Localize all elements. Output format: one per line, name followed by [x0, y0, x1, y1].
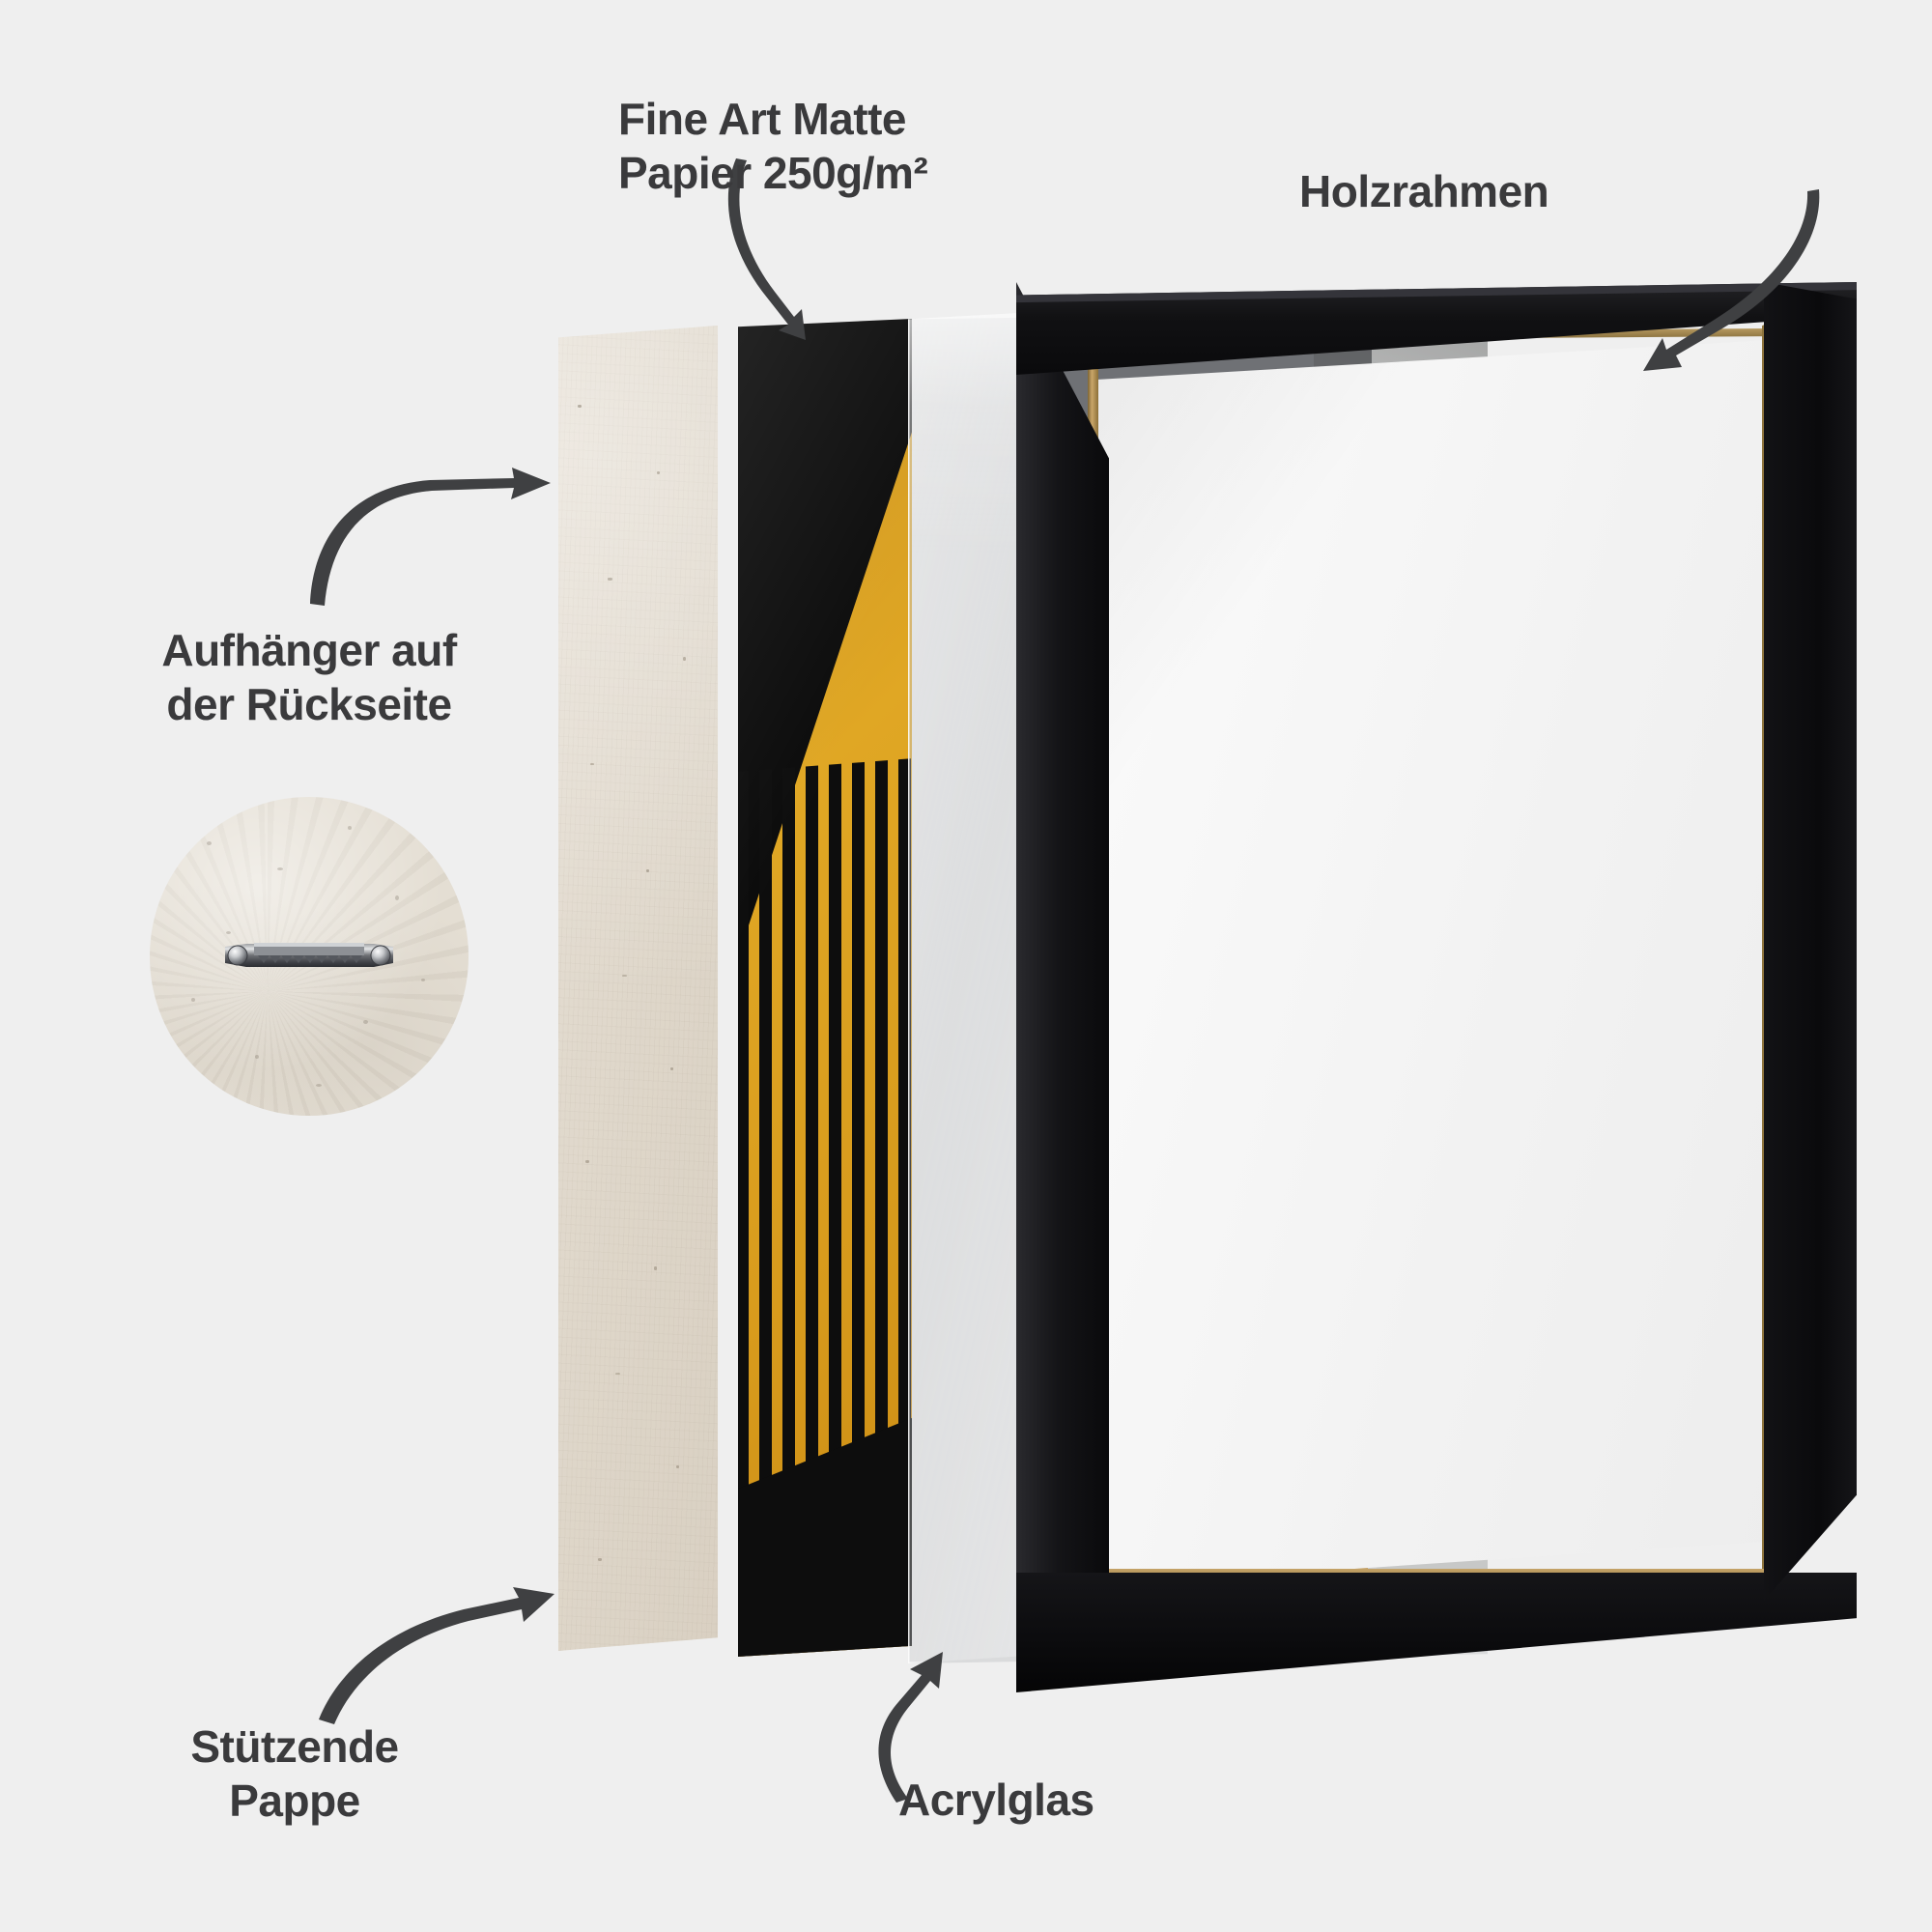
arrow-to-cardboard-bottom — [319, 1587, 554, 1724]
frame-mat-shadow — [1092, 340, 1768, 1586]
frame-bar-right — [1764, 282, 1857, 1602]
label-cardboard: Stützende Pappe — [190, 1721, 399, 1827]
sawtooth-hanger-icon — [225, 943, 393, 967]
label-hanger: Aufhänger auf der Rückseite — [161, 625, 457, 730]
layer-fine-art-paper — [738, 319, 912, 1657]
arrow-to-cardboard-top — [310, 468, 551, 606]
arrow-to-paper — [727, 158, 806, 340]
label-wooden-frame: Holzrahmen — [1299, 166, 1549, 216]
frame-bar-left — [1016, 282, 1109, 1679]
arrow-to-frame — [1643, 189, 1820, 371]
layer-cardboard — [558, 326, 718, 1651]
label-fine-art-paper: Fine Art Matte Papier 250g/m² — [618, 94, 928, 199]
layer-wooden-frame — [1016, 282, 1857, 1692]
frame-mat — [1092, 340, 1768, 1586]
label-acrylic-glass: Acrylglas — [898, 1775, 1094, 1825]
arrow-to-acrylic — [878, 1652, 943, 1803]
hanger-detail-circle — [150, 797, 469, 1116]
